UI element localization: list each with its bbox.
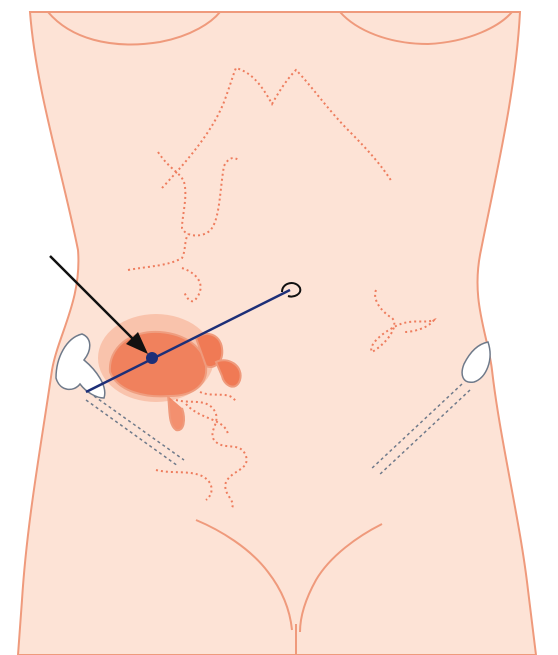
torso-silhouette bbox=[18, 12, 536, 655]
